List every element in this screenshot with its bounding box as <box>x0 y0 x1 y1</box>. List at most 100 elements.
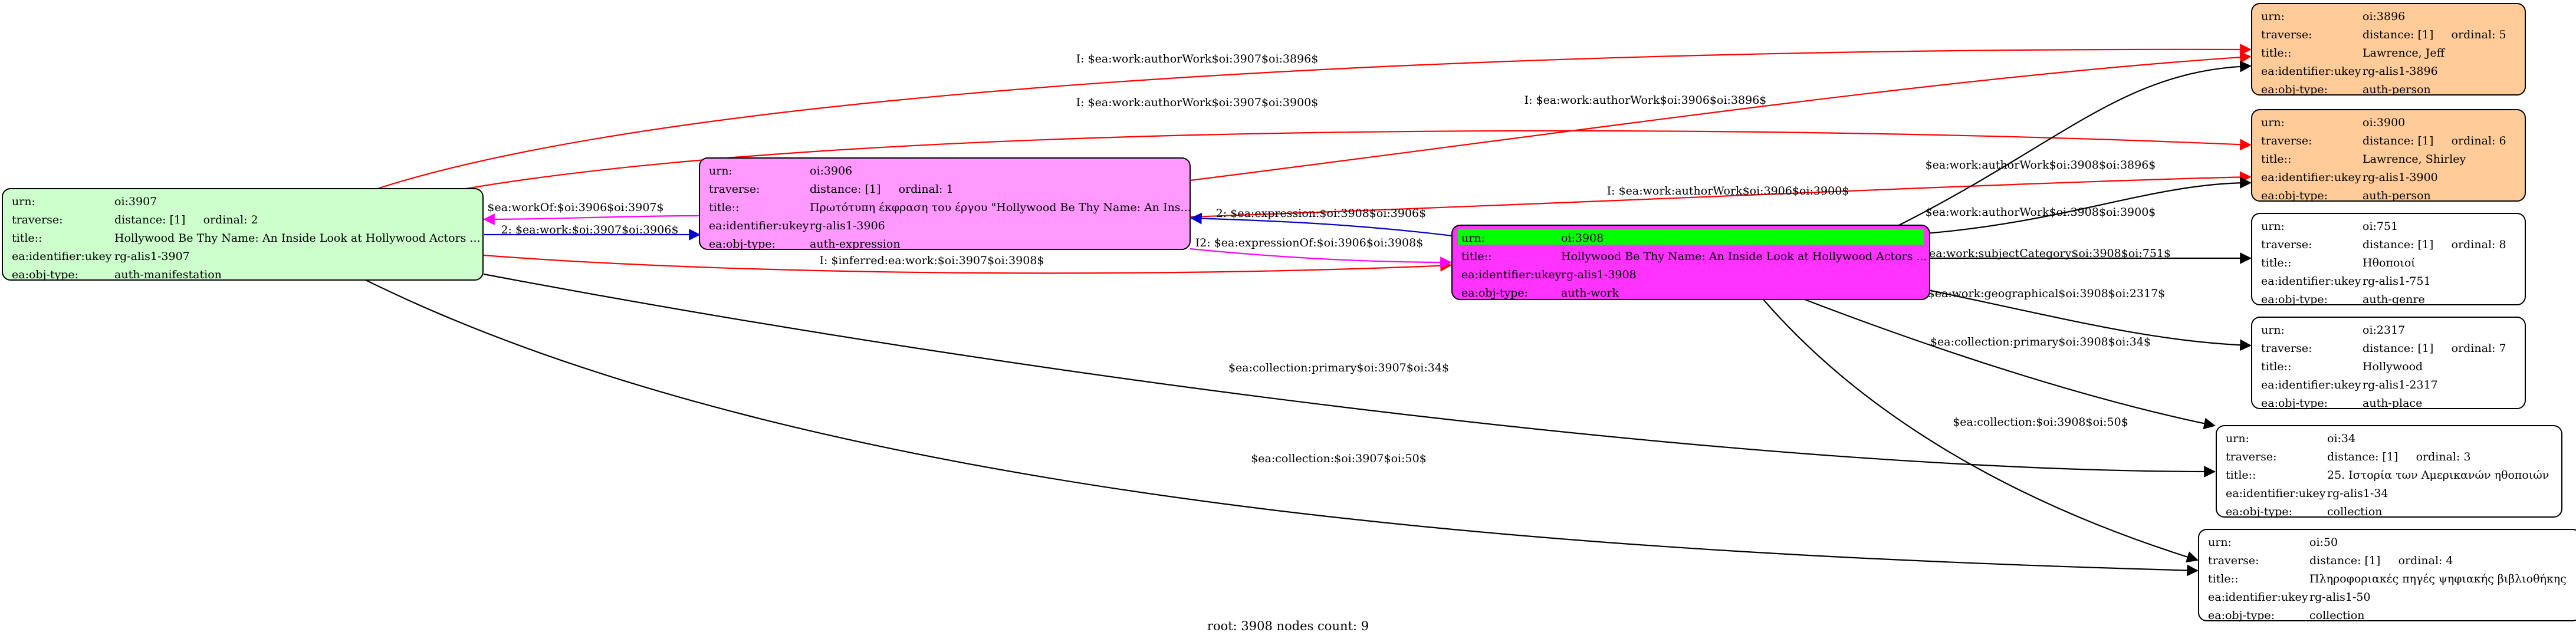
node-field-key: traverse: <box>2226 450 2277 463</box>
edge-label: I: $ea:work:authorWork$oi:3906$oi:3896$ <box>1524 94 1767 107</box>
node-field-key: ea:identifier:ukey <box>2208 591 2308 604</box>
node-field-value: auth-work <box>1561 287 1619 299</box>
edge-e3: I: $ea:work:authorWork$oi:3906$oi:3896$ <box>1190 51 2252 182</box>
edge-label: $ea:work:geographical$oi:3908$oi:2317$ <box>1928 287 2166 300</box>
edge-label: $ea:work:authorWork$oi:3908$oi:3900$ <box>1926 206 2156 219</box>
node-box <box>2198 529 2576 621</box>
node-field-key: traverse: <box>709 183 760 196</box>
edge-label: $ea:collection:$oi:3908$oi:50$ <box>1953 416 2128 429</box>
node-field-key: ea:identifier:ukey <box>2261 275 2361 288</box>
edge-label: $ea:collection:primary$oi:3907$oi:34$ <box>1228 361 1449 374</box>
edge-e16: $ea:collection:primary$oi:3907$oi:34$ <box>483 273 2216 478</box>
node-field-value: Πληροφοριακές πηγές ψηφιακής βιβλιοθήκης <box>2309 572 2567 585</box>
node-field-key: ea:obj-type: <box>709 238 776 251</box>
node-field-value: Πρωτότυπη έκφραση του έργου "Hollywood B… <box>810 201 1191 214</box>
node-field-key: ea:obj-type: <box>2261 397 2328 410</box>
edge-e6: 2: $ea:work:$oi:3907$oi:3906$ <box>484 223 701 241</box>
node-field-value: auth-genre <box>2363 293 2425 306</box>
node-field-key: ea:obj-type: <box>2226 505 2292 518</box>
node-field-value: distance: [1] ordinal: 1 <box>810 183 954 196</box>
node-field-value: rg-alis1-3896 <box>2363 65 2438 78</box>
node-box <box>699 157 1191 250</box>
node-field-value: distance: [1] ordinal: 7 <box>2363 342 2506 355</box>
nodes-layer: urn: oi:3907 traverse: distance: [1] ordina… <box>2 3 2576 622</box>
node-field-key: traverse: <box>2261 342 2312 355</box>
edge-line <box>377 44 2252 190</box>
edge-e13: $ea:work:geographical$oi:3908$oi:2317$ <box>1922 287 2252 351</box>
node-field-key: title:: <box>2261 47 2291 60</box>
node-field-value: distance: [1] ordinal: 8 <box>2363 238 2506 251</box>
node-field-key: urn: <box>2261 116 2285 129</box>
node-field-value: distance: [1] ordinal: 3 <box>2327 450 2471 463</box>
node-field-key: urn: <box>2261 10 2285 23</box>
node-field-value: distance: [1] ordinal: 4 <box>2309 554 2453 567</box>
edge-line <box>483 213 700 225</box>
node-field-key: title:: <box>1461 250 1491 263</box>
edge-label: 2: $ea:expression:$oi:3908$oi:3906$ <box>1216 207 1427 220</box>
edge-line <box>483 273 2216 478</box>
edge-e4: I: $ea:work:authorWork$oi:3906$oi:3900$ <box>1190 171 2252 218</box>
node-field-key: title:: <box>709 201 739 214</box>
node-field-key: traverse: <box>2208 554 2259 567</box>
node-box <box>2251 317 2526 409</box>
node-box <box>2 188 484 281</box>
node-field-value: 25. Ιστορία των Αμερικανών ηθοποιών <box>2327 469 2549 482</box>
node-field-value: auth-expression <box>810 238 901 251</box>
edge-line <box>1190 212 1453 237</box>
node-field-value: rg-alis1-751 <box>2363 275 2431 288</box>
node-field-key: urn: <box>2261 324 2285 337</box>
edge-line <box>1898 60 2252 226</box>
node-field-value: collection <box>2309 609 2365 622</box>
node-field-value: rg-alis1-2317 <box>2363 378 2438 391</box>
edge-label: 2: $ea:work:$oi:3907$oi:3906$ <box>501 223 678 236</box>
node-field-value: oi:2317 <box>2363 324 2405 337</box>
edge-line <box>1804 298 2216 430</box>
node-n2317[interactable]: urn: oi:2317 traverse: distance: [1] ordina… <box>2251 317 2526 410</box>
node-field-key: ea:obj-type: <box>1461 287 1528 299</box>
node-field-key: urn: <box>2226 432 2249 445</box>
edge-line <box>483 254 1452 274</box>
node-field-value: oi:751 <box>2363 220 2398 233</box>
node-field-key: ea:obj-type: <box>2261 83 2328 96</box>
node-field-value: oi:50 <box>2309 536 2338 549</box>
node-field-key: urn: <box>1461 232 1485 245</box>
node-field-key: ea:identifier:ukey <box>709 219 809 232</box>
node-field-key: ea:obj-type: <box>12 268 78 281</box>
edge-e5: I2: $ea:workOf:$oi:3906$oi:3907$ <box>468 201 700 225</box>
edge-label: $ea:work:authorWork$oi:3908$oi:3896$ <box>1926 159 2156 172</box>
edge-line <box>1763 299 2199 563</box>
node-field-key: urn: <box>2208 536 2232 549</box>
node-field-value: distance: [1] ordinal: 2 <box>114 213 258 226</box>
node-field-value: collection <box>2327 505 2383 518</box>
node-field-value: Ηθοποιοί <box>2363 256 2416 269</box>
node-field-key: traverse: <box>2261 28 2312 41</box>
node-field-key: traverse: <box>12 213 63 226</box>
edge-line <box>1190 248 1452 268</box>
edge-line <box>465 130 2252 190</box>
edge-e12: $ea:work:subjectCategory$oi:3908$oi:751$ <box>1922 247 2252 264</box>
node-field-value: Lawrence, Shirley <box>2363 153 2466 166</box>
edge-line <box>365 279 2199 577</box>
node-field-value: rg-alis1-3900 <box>2363 171 2438 184</box>
edge-line <box>1922 288 2252 351</box>
node-n50[interactable]: urn: oi:50 traverse: distance: [1] ordinal:… <box>2198 529 2576 622</box>
edge-label: I: $ea:work:authorWork$oi:3907$oi:3900$ <box>1076 96 1319 109</box>
node-field-key: title:: <box>2208 572 2238 585</box>
node-field-value: auth-manifestation <box>114 268 222 281</box>
node-field-key: title:: <box>2261 153 2291 166</box>
edge-label: I2: $ea:workOf:$oi:3906$oi:3907$ <box>468 201 663 214</box>
node-box <box>2251 109 2526 202</box>
node-field-value: distance: [1] ordinal: 5 <box>2363 28 2506 41</box>
edge-e2: I: $ea:work:authorWork$oi:3907$oi:3900$ <box>465 96 2252 190</box>
edge-label: $ea:collection:$oi:3907$oi:50$ <box>1251 452 1427 465</box>
node-field-value: oi:3907 <box>114 195 157 208</box>
node-field-value: rg-alis1-3908 <box>1561 268 1637 281</box>
